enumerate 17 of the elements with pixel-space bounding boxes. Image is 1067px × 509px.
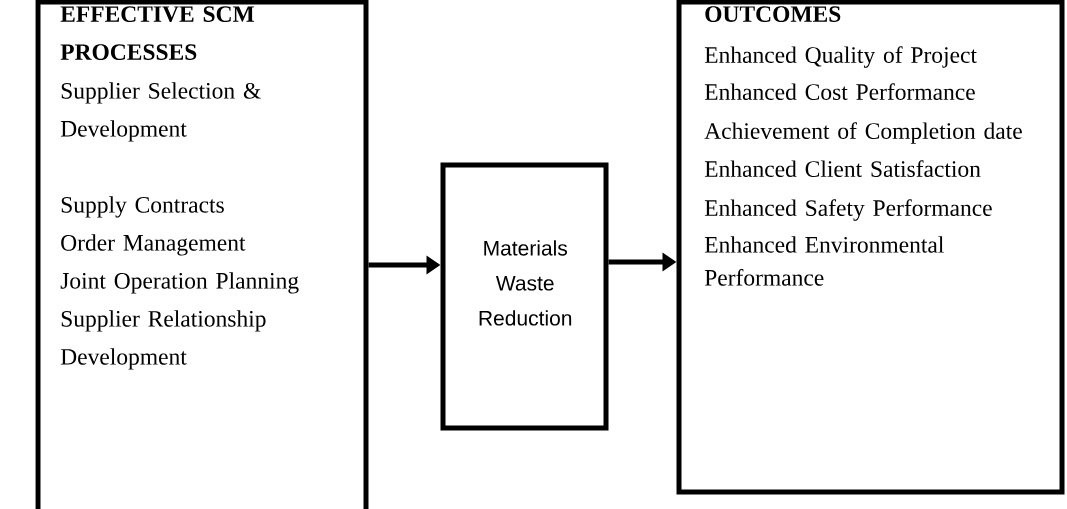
process-box — [676, 0, 1065, 495]
list-item: Joint Operation Planning — [60, 272, 299, 294]
list-item: Enhanced Safety Performance — [704, 199, 992, 221]
list-item: Enhanced Cost Performance — [704, 83, 975, 100]
list-item: Enhanced Client Satisfaction — [704, 160, 981, 177]
box-label: Materials Waste Reduction — [479, 240, 572, 326]
list-item: Supply Contracts — [61, 196, 224, 218]
list-item: Supplier Relationship Development — [60, 310, 266, 370]
list-item: Enhanced Environmental Performance — [704, 236, 944, 286]
heading: EFFECTIVE SCM PROCESSES — [60, 6, 255, 60]
list-item: Enhanced Quality of Project — [704, 46, 977, 68]
list-item: Supplier Selection & Development — [60, 82, 261, 142]
list-item: Achievement of Completion date — [704, 122, 1022, 144]
process-box — [35, 0, 369, 509]
process-box — [440, 162, 609, 431]
list-item: Order Management — [61, 234, 246, 256]
heading: OUTCOMES — [705, 6, 841, 22]
